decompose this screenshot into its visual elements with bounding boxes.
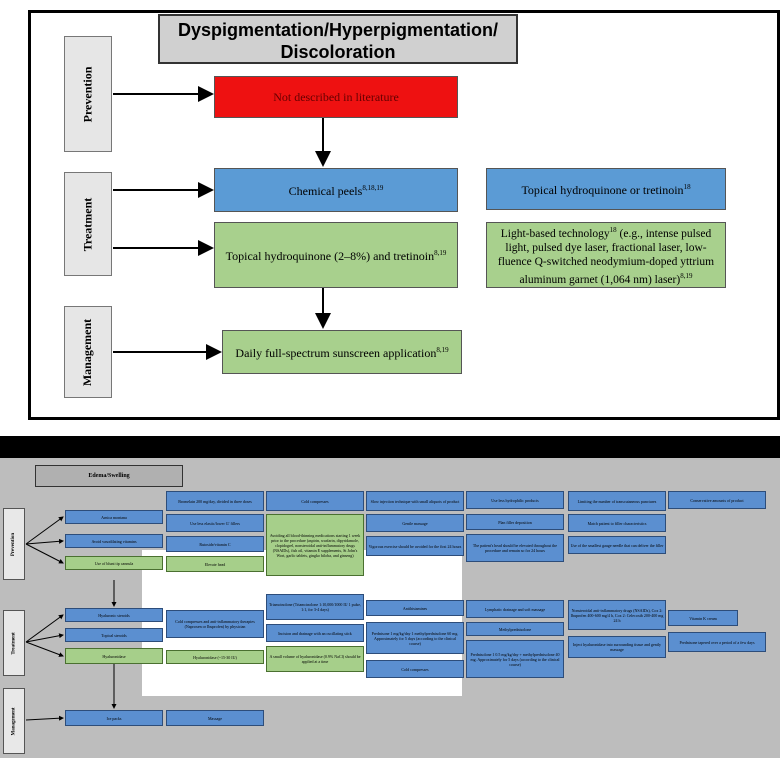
top-diagram-title: Dyspigmentation/Hyperpigmentation/ Disco… [158, 14, 518, 64]
not-described-text: Not described in literature [273, 89, 399, 104]
treatment-label: Treatment [64, 172, 112, 276]
prev-box: Plan filler deposition [466, 514, 564, 530]
prev-box: Limiting the number of transcutaneous pu… [568, 491, 666, 511]
prev-box: The patient's head should be elevated th… [466, 534, 564, 562]
management-label: Management [64, 306, 112, 398]
sunscreen-box: Daily full-spectrum sunscreen applicatio… [222, 330, 462, 374]
treat-box: Topical steroids [65, 628, 163, 642]
treat-box: Incision and drainage with an oscillatin… [266, 624, 364, 642]
chemical-peels-text: Chemical peels8,18,19 [288, 184, 384, 198]
treat-box: Prednisone 1 mg/kg/day 1 methylprednisol… [366, 622, 464, 654]
mgmt-box: Massage [166, 710, 264, 726]
topical-hq-tretinoin-text: Topical hydroquinone (2–8%) and tretinoi… [225, 249, 447, 263]
treat-box: Hyaluronidase (~15-30 IU) [166, 650, 264, 664]
light-based-technology-text: Light-based technology18 (e.g., intense … [497, 226, 715, 286]
treat-box: Cold compresses and anti-inflammatory th… [166, 610, 264, 638]
topical-hq-tretinoin-box: Topical hydroquinone (2–8%) and tretinoi… [214, 222, 458, 288]
bottom-arrows [25, 516, 117, 721]
bottom-treatment-label: Treatment [3, 610, 25, 676]
mgmt-box: Ice packs [65, 710, 163, 726]
treat-box: Methylprednisolone [466, 622, 564, 636]
topical-hq-or-tretinoin-box: Topical hydroquinone or tretinoin18 [486, 168, 726, 210]
prev-box: Elevate head [166, 556, 264, 572]
prevention-label: Prevention [64, 36, 112, 152]
not-described-box: Not described in literature [214, 76, 458, 118]
bottom-management-label: Management [3, 688, 25, 754]
prev-box: Use of blunt tip cannula [65, 556, 163, 570]
treat-box: Prednisolone 1 0.5 mg/kg/day + methylpre… [466, 640, 564, 678]
bottom-prevention-label: Prevention [3, 508, 25, 580]
treat-box: Nonsteroidal anti-inflammatory drugs (NS… [568, 600, 666, 630]
prev-box: Conservative amounts of product [668, 491, 766, 509]
treat-box: Prednisone tapered over a period of a fe… [668, 632, 766, 652]
prev-box: Gentle massage [366, 514, 464, 532]
prev-box: Rutoside/vitamin C [166, 536, 264, 552]
treat-box: Antihistamines [366, 600, 464, 616]
treat-box: Hyaluronidase [65, 648, 163, 664]
prev-box: Use less elastic/lower G′ fillers [166, 514, 264, 532]
treat-box: Hyaluronic steroids [65, 608, 163, 622]
sunscreen-text: Daily full-spectrum sunscreen applicatio… [235, 346, 449, 360]
prev-box: Avoid vasodilating vitamins [65, 534, 163, 548]
treat-box: Lymphatic drainage and soft massage [466, 600, 564, 618]
prev-box: Slow injection technique with small aliq… [366, 491, 464, 511]
prev-box: Bromelain 200 mg/day, divided in three d… [166, 491, 264, 511]
bottom-diagram-title: Edema/Swelling [35, 465, 183, 487]
prev-box: Vigorous exercise should be avoided for … [366, 536, 464, 556]
top-arrows [113, 86, 331, 360]
topical-hq-or-tretinoin-text: Topical hydroquinone or tretinoin18 [521, 183, 691, 197]
prev-box: Avoiding all blood-thinning medications … [266, 514, 364, 576]
prev-box: Use less hydrophilic products [466, 491, 564, 509]
treat-box: Vitamin K cream [668, 610, 738, 626]
separator-band [0, 436, 780, 458]
treat-box: A small volume of hyaluronidase (0.9% Na… [266, 646, 364, 672]
treat-box: Cold compresses [366, 660, 464, 678]
prev-box: Use of the smallest gauge needle that ca… [568, 536, 666, 554]
prev-box: Cold compresses [266, 491, 364, 511]
prev-box: Match patient to filler characteristics [568, 514, 666, 532]
light-based-technology-box: Light-based technology18 (e.g., intense … [486, 222, 726, 288]
chemical-peels-box: Chemical peels8,18,19 [214, 168, 458, 212]
treat-box: Inject hyaluronidase into surrounding ti… [568, 636, 666, 658]
prev-box: Arnica montana [65, 510, 163, 524]
treat-box: Triamcinolone (Triamcinolone 1:10,000/10… [266, 594, 364, 620]
